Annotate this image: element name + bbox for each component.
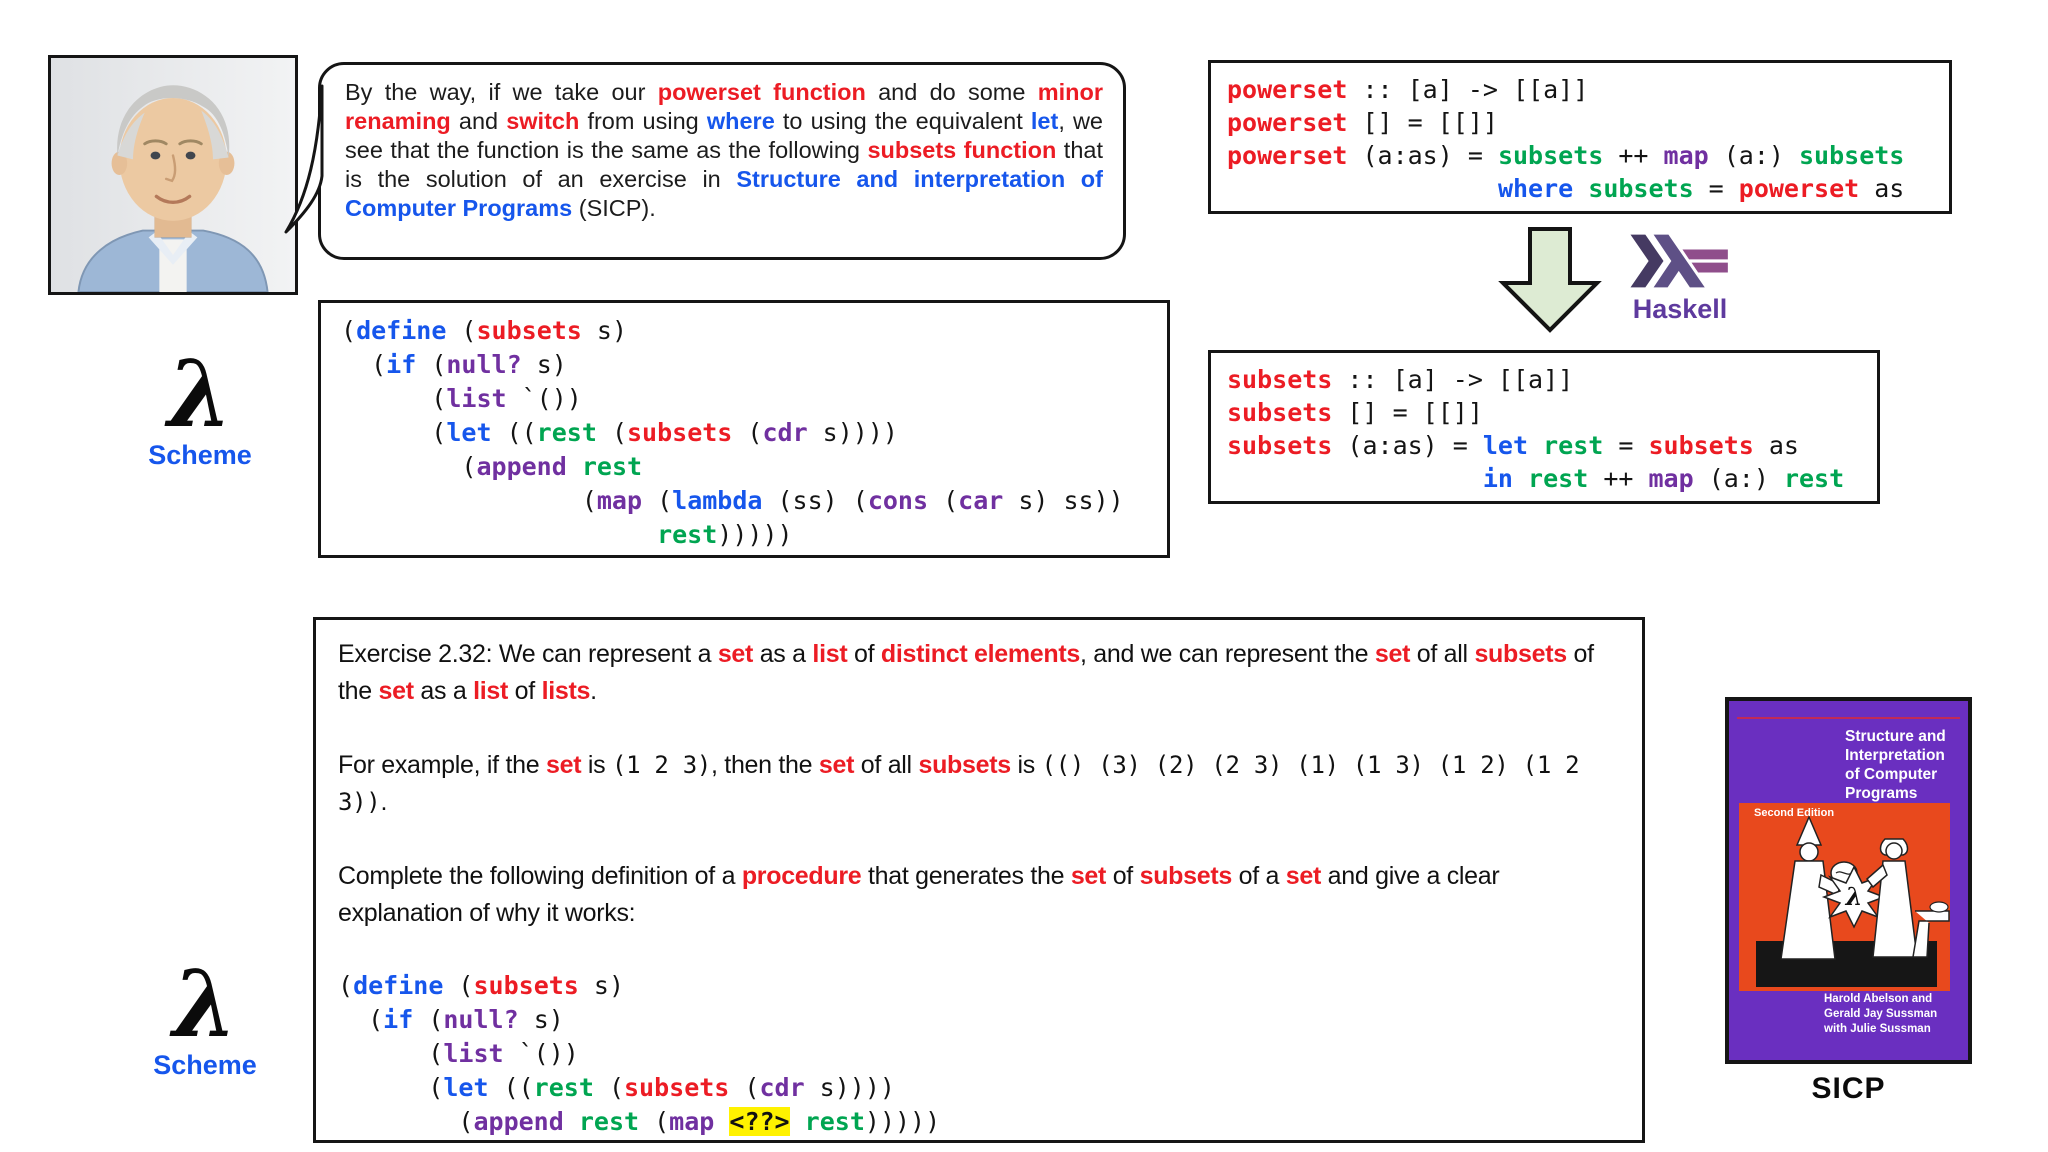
- presenter-photo: [48, 55, 298, 295]
- svg-text:λ: λ: [1845, 882, 1863, 911]
- speech-bubble-tail: [284, 84, 324, 234]
- scheme-code-box: (define (subsets s) (if (null? s) (list …: [318, 300, 1170, 558]
- exercise-box: Exercise 2.32: We can represent a set as…: [313, 617, 1645, 1143]
- scheme-language-badge-top: λ Scheme: [120, 348, 280, 471]
- haskell-logo-icon: [1630, 234, 1728, 288]
- exercise-paragraph-2: For example, if the set is (1 2 3), then…: [338, 751, 1580, 816]
- lambda-icon: λ: [172, 950, 238, 1058]
- book-author-line: Gerald Jay Sussman: [1824, 1008, 1938, 1020]
- lambda-icon: λ: [167, 340, 233, 448]
- presenter-photo-illustration: [51, 58, 295, 292]
- haskell-logo-label: Haskell: [1632, 294, 1728, 324]
- scheme-label: Scheme: [153, 1050, 257, 1080]
- down-arrow-icon: [1498, 227, 1602, 333]
- book-author-line: with Julie Sussman: [1824, 1023, 1931, 1035]
- book-author-line: Harold Abelson and: [1824, 993, 1933, 1005]
- speech-bubble: By the way, if we take our powerset func…: [318, 62, 1126, 260]
- cover-accent-line: [1737, 717, 1960, 719]
- sicp-book-cover: Structure and Interpretation of Computer…: [1725, 697, 1972, 1064]
- haskell-powerset-code-box: powerset :: [a] -> [[a]]powerset [] = [[…: [1208, 60, 1952, 214]
- scheme-language-badge-bottom: λ Scheme: [125, 958, 285, 1081]
- sicp-caption: SICP: [1811, 1072, 1886, 1105]
- book-edition: Second Edition: [1754, 807, 1835, 819]
- haskell-subsets-code-box: subsets :: [a] -> [[a]]subsets [] = [[]]…: [1208, 350, 1880, 504]
- speech-text: By the way, if we take our powerset func…: [345, 79, 1103, 221]
- haskell-subsets-code: subsets :: [a] -> [[a]]subsets [] = [[]]…: [1227, 365, 1845, 493]
- haskell-powerset-code: powerset :: [a] -> [[a]]powerset [] = [[…: [1227, 75, 1905, 203]
- scheme-code: (define (subsets s) (if (null? s) (list …: [341, 316, 1124, 549]
- exercise-code: (define (subsets s) (if (null? s) (list …: [338, 971, 941, 1136]
- exercise-paragraph-3: Complete the following definition of a p…: [338, 862, 1500, 927]
- wizard-illustration: λ: [1739, 803, 1950, 991]
- book-title: Structure and Interpretation of Computer…: [1845, 728, 1946, 802]
- book-authors: Harold Abelson and Gerald Jay Sussman wi…: [1824, 992, 1937, 1037]
- exercise-paragraph-1: Exercise 2.32: We can represent a set as…: [338, 640, 1594, 705]
- scheme-label: Scheme: [148, 440, 252, 470]
